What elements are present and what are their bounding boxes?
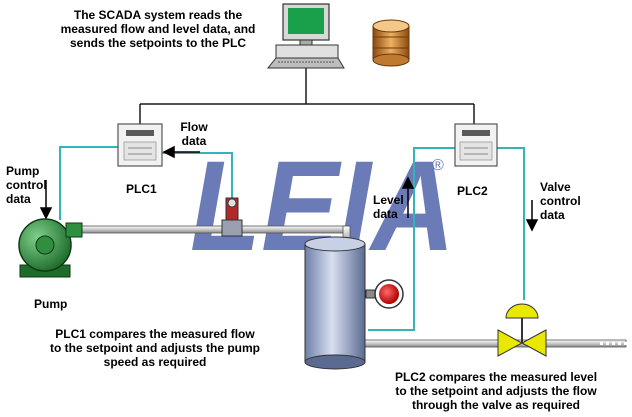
registered-mark: ® xyxy=(432,157,444,174)
plc2-device xyxy=(454,123,498,167)
pump-label: Pump xyxy=(34,297,68,311)
flow-data-label: Flow data xyxy=(180,120,208,148)
flow-meter xyxy=(221,197,243,237)
pump-control-data-label: Pump control data xyxy=(6,164,47,206)
valve-control-data-label: Valve control data xyxy=(540,180,581,222)
network-lines xyxy=(139,68,475,124)
signal-lines xyxy=(59,146,525,331)
pump xyxy=(18,218,83,278)
scada-computer xyxy=(266,3,345,69)
plc1-note: PLC1 compares the measured flow to the s… xyxy=(50,327,260,369)
plc2-note: PLC2 compares the measured level to the … xyxy=(394,370,598,412)
tank xyxy=(304,236,366,370)
plc2-label: PLC2 xyxy=(457,184,488,198)
level-data-label: Level data xyxy=(373,193,404,221)
control-valve xyxy=(497,303,547,357)
plc1-label: PLC1 xyxy=(126,182,157,196)
plc1-device xyxy=(117,123,163,167)
database-icon xyxy=(372,19,410,67)
level-sensor xyxy=(365,279,404,309)
arrows xyxy=(39,145,539,232)
scada-note: The SCADA system reads the measured flow… xyxy=(60,8,256,50)
